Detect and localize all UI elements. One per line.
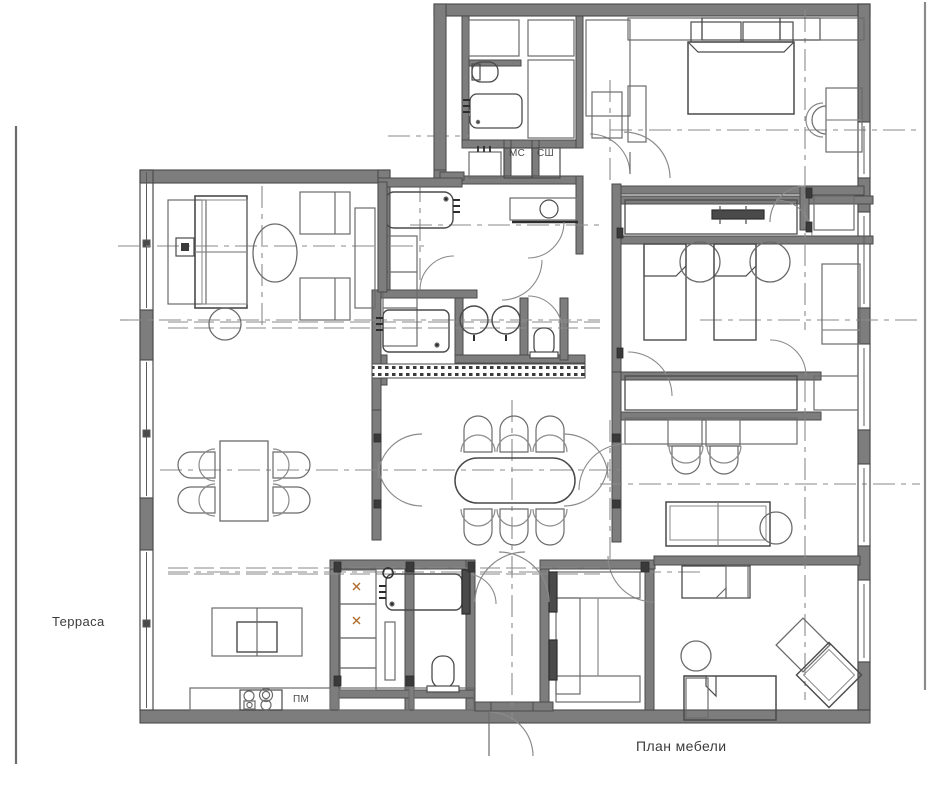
- southeast-room-furniture: [607, 501, 863, 721]
- twin-bedroom-furniture: [624, 195, 861, 397]
- dining-area-furniture: [177, 440, 311, 522]
- central-bathroom-fixtures: [376, 191, 565, 359]
- single-bed-2: [713, 243, 757, 341]
- kitchen-furniture: [189, 607, 475, 711]
- armchair-lower: [299, 277, 351, 321]
- west-windows: [142, 172, 151, 708]
- master-bedroom-furniture: [589, 17, 865, 175]
- chair-left-lower: [177, 483, 216, 517]
- toilet-north: [471, 61, 499, 83]
- se-bed: [683, 675, 777, 721]
- living-room-furniture: [167, 191, 376, 341]
- bathtub-lower: [376, 309, 450, 353]
- toilet-south: [426, 655, 460, 693]
- dishwasher-label: ПМ: [293, 694, 310, 705]
- single-bed-1: [643, 243, 687, 341]
- chair-right-upper: [272, 448, 311, 482]
- diagonal-armchair: [795, 641, 863, 709]
- kitchen-counter: [189, 687, 331, 711]
- terrace-label: Терраса: [52, 614, 105, 629]
- shelving-unit: [339, 569, 377, 691]
- wall-outlines: [139, 3, 871, 711]
- hall-door-swings: [377, 433, 609, 757]
- south-central-room: [548, 571, 641, 703]
- bookshelf: [354, 207, 376, 309]
- diagonal-side-table: [775, 617, 831, 673]
- bathtub-north: [463, 93, 523, 129]
- interior-walls: [329, 15, 874, 712]
- armchair-upper: [299, 191, 351, 235]
- door-jambs: [333, 187, 813, 687]
- bathtub-upper: [384, 191, 460, 229]
- axis-lines-vertical: [261, 10, 806, 720]
- desk: [805, 87, 863, 153]
- washing-machine-label: МС: [509, 148, 526, 159]
- oval-coffee-table: [252, 223, 298, 283]
- drying-cabinet-label: СШ: [537, 148, 554, 159]
- toilet-central: [529, 327, 559, 359]
- chair-top-1: [460, 415, 496, 453]
- south-bathroom-fixtures: [339, 567, 497, 693]
- study-chair-1: [668, 445, 704, 475]
- chair-top-2: [496, 415, 532, 453]
- se-desk: [681, 565, 751, 599]
- double-bed: [687, 21, 795, 115]
- chair-bottom-2: [496, 508, 532, 546]
- study-room-furniture: [578, 339, 859, 491]
- se-sofa: [665, 501, 771, 547]
- chair-top-3: [532, 415, 568, 453]
- north-block-walls: [377, 3, 465, 293]
- north-bathroom-fixtures: [463, 19, 631, 179]
- entry-vestibule: [474, 701, 554, 712]
- hall-north-fixtures: [509, 197, 578, 224]
- central-dining-furniture: [454, 415, 576, 546]
- chair-bottom-3: [532, 508, 568, 546]
- northeast-door-swings: [623, 131, 807, 223]
- chair-right-lower: [272, 483, 311, 517]
- chair-bottom-1: [460, 508, 496, 546]
- plan-caption: План мебели: [636, 738, 727, 754]
- sofa: [194, 195, 248, 309]
- bathtub-south: [379, 567, 463, 611]
- study-chair-2: [706, 445, 742, 475]
- chair-left-upper: [177, 448, 216, 482]
- kitchen-island: [211, 607, 303, 657]
